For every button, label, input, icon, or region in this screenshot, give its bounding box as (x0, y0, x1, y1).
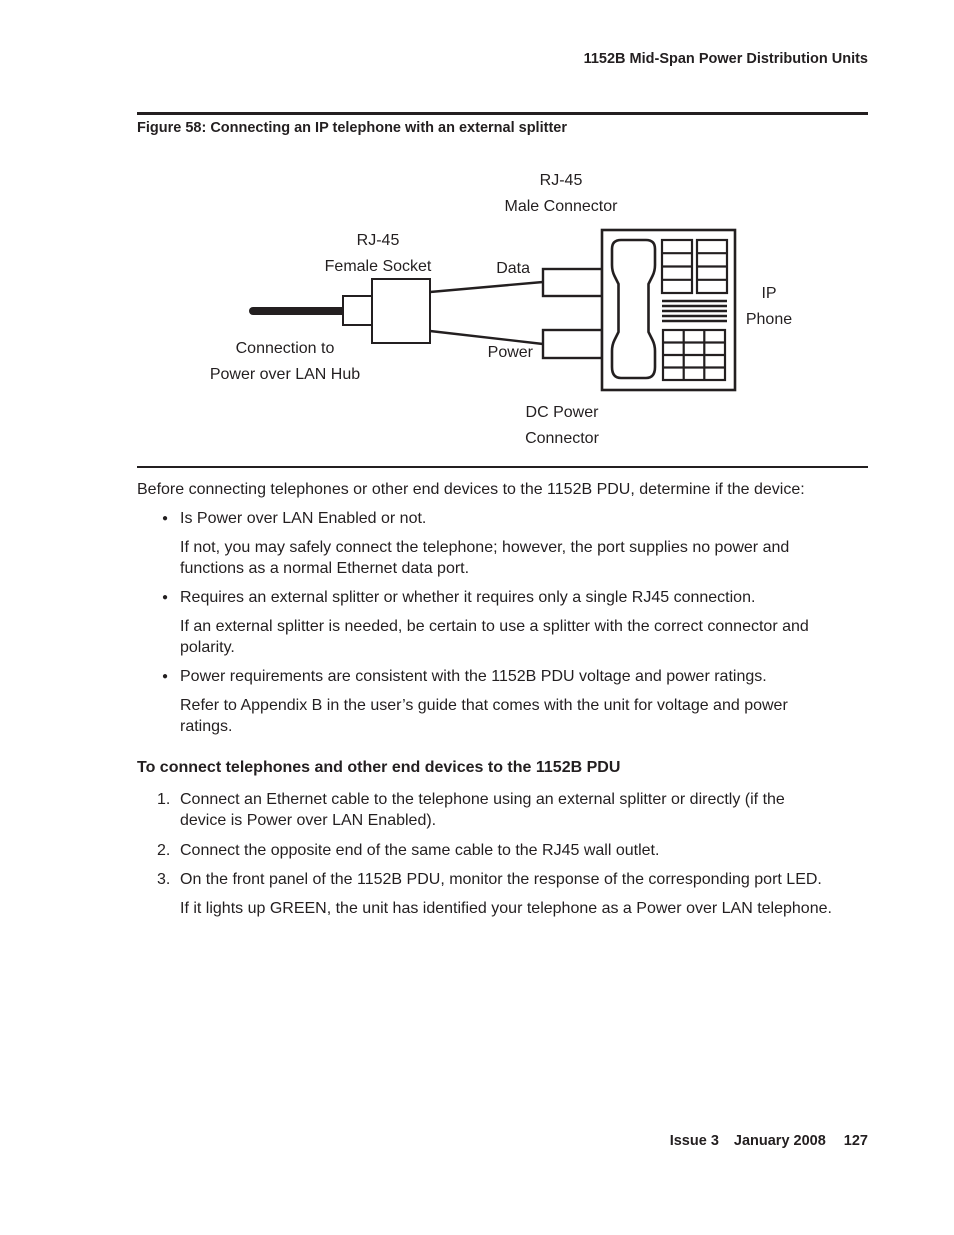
step-text-line: device is Power over LAN Enabled). (180, 812, 437, 829)
bullet-detail-line: functions as a normal Ethernet data port… (180, 560, 470, 577)
rj45-female-socket-shape (371, 278, 431, 344)
step-number: 2. (157, 842, 171, 859)
bullet-icon: ● (162, 671, 169, 682)
rj45-plug-shape (342, 295, 373, 326)
bullet-detail: If not, you may safely connect the telep… (180, 537, 868, 579)
label-ip-phone: IP Phone (719, 281, 819, 333)
figure-title: Figure 58: Connecting an IP telephone wi… (137, 120, 567, 136)
phone-keypad (661, 328, 727, 382)
phone-function-buttons (660, 238, 729, 295)
bullet-detail-line: If an external splitter is needed, be ce… (180, 618, 809, 635)
label-rj45-female-line2: Female Socket (324, 258, 432, 275)
label-rj45-female-line1: RJ-45 (356, 232, 400, 249)
step-text: Connect the opposite end of the same cab… (180, 842, 660, 859)
bullet-detail: Refer to Appendix B in the user’s guide … (180, 695, 868, 737)
procedure-heading: To connect telephones and other end devi… (137, 759, 621, 776)
bullet-item: ● Power requirements are consistent with… (137, 666, 868, 687)
label-data: Data (496, 260, 530, 277)
dc-power-connector-shape (541, 328, 604, 360)
label-ip-phone-line1: IP (761, 285, 777, 302)
power-wire-line (429, 329, 544, 346)
figure-diagram: RJ-45 Male Connector RJ-45 Female Socket… (137, 160, 868, 456)
bullet-item: ● Requires an external splitter or wheth… (137, 587, 868, 608)
data-wire-line (429, 280, 544, 294)
footer-page-number: 127 (843, 1133, 868, 1149)
step-number: 1. (157, 791, 171, 808)
step-item: 2. Connect the opposite end of the same … (137, 840, 868, 861)
step-text: Connect an Ethernet cable to the telepho… (180, 789, 785, 831)
label-power: Power (487, 344, 533, 361)
step-item: 3. On the front panel of the 1152B PDU, … (137, 869, 868, 890)
section-rule (137, 466, 868, 468)
bullet-detail: If an external splitter is needed, be ce… (180, 616, 868, 658)
bullet-detail-line: Refer to Appendix B in the user’s guide … (180, 697, 788, 714)
header-rule (137, 112, 868, 115)
phone-handset-shape (610, 238, 657, 380)
step-text: On the front panel of the 1152B PDU, mon… (180, 871, 822, 888)
footer-issue: Issue 3 (669, 1133, 719, 1149)
bullet-text: Is Power over LAN Enabled or not. (180, 510, 427, 527)
bullet-detail-line: polarity. (180, 639, 235, 656)
data-connector-shape (541, 267, 604, 298)
label-rj45-male-line2: Male Connector (504, 198, 618, 215)
bullet-detail-line: If not, you may safely connect the telep… (180, 539, 790, 556)
phone-display-lines (662, 299, 727, 323)
label-dc-power-line2: Connector (525, 430, 599, 447)
step-item: 1. Connect an Ethernet cable to the tele… (137, 789, 868, 831)
bullet-item: ● Is Power over LAN Enabled or not. (137, 508, 868, 529)
footer-date: January 2008 (733, 1133, 826, 1149)
label-dc-power-line1: DC Power (525, 404, 599, 421)
bullet-icon: ● (162, 513, 169, 524)
label-ip-phone-line2: Phone (745, 311, 793, 328)
running-header: 1152B Mid-Span Power Distribution Units (583, 51, 868, 67)
step-number: 3. (157, 871, 171, 888)
label-rj45-male-line1: RJ-45 (539, 172, 583, 189)
label-lan-hub-connection: Connection to Power over LAN Hub (175, 336, 395, 388)
bullet-text: Power requirements are consistent with t… (180, 668, 767, 685)
label-dc-power-connector: DC Power Connector (462, 400, 662, 452)
splitter-diagram-graphic (249, 228, 737, 392)
step-text-line: Connect an Ethernet cable to the telepho… (180, 791, 785, 808)
label-lan-hub-line1: Connection to (235, 340, 335, 357)
page-footer: Issue 3 January 2008 127 (670, 1133, 868, 1150)
label-rj45-female-socket: RJ-45 Female Socket (278, 228, 478, 280)
bullet-detail-line: ratings. (180, 718, 233, 735)
bullet-icon: ● (162, 592, 169, 603)
label-rj45-male-connector: RJ-45 Male Connector (461, 168, 661, 220)
intro-paragraph: Before connecting telephones or other en… (137, 481, 805, 498)
label-lan-hub-line2: Power over LAN Hub (209, 366, 361, 383)
step-detail: If it lights up GREEN, the unit has iden… (180, 900, 832, 917)
bullet-text: Requires an external splitter or whether… (180, 589, 756, 606)
